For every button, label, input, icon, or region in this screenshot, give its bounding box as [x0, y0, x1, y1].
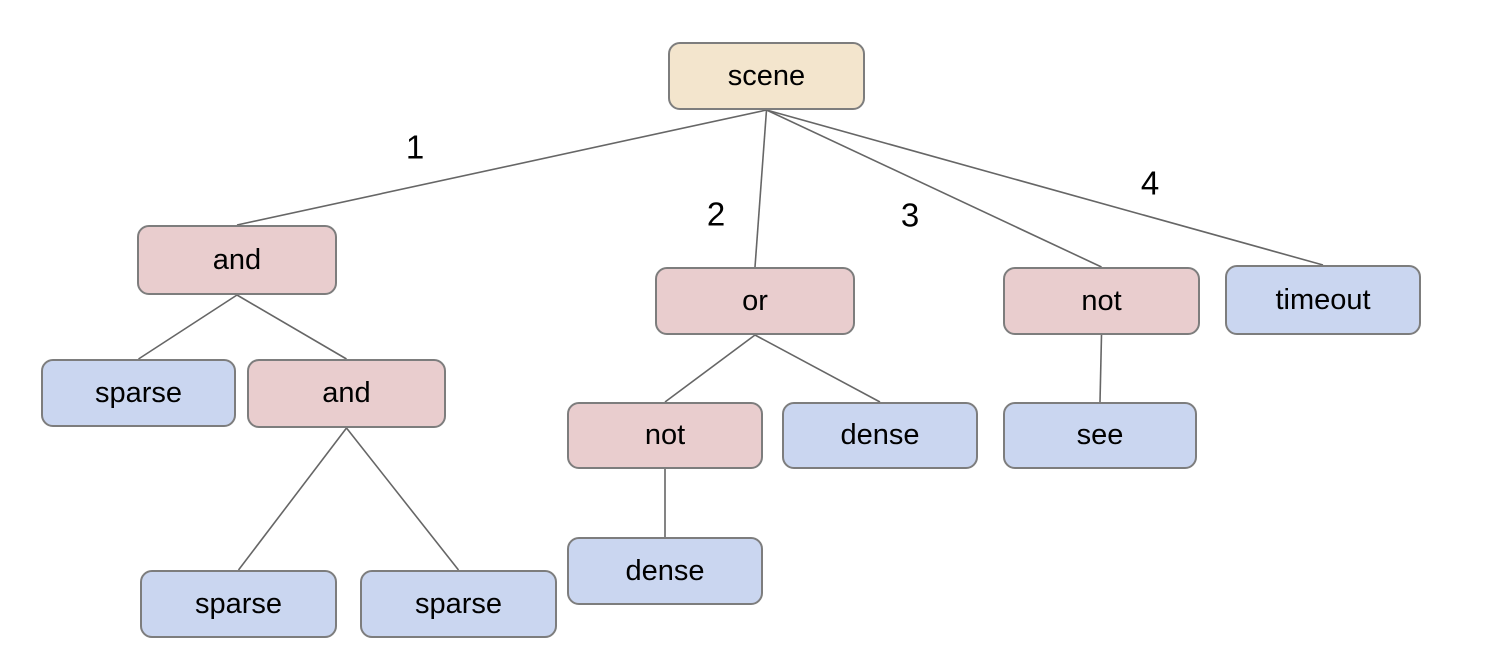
edge-and-2-to-sparse-2	[237, 427, 348, 571]
edge-label-3: 3	[900, 196, 920, 234]
node-and-1: and	[137, 225, 337, 295]
edge-scene-to-timeout-1	[766, 109, 1324, 266]
node-sparse-2: sparse	[140, 570, 337, 638]
node-scene: scene	[668, 42, 865, 110]
edge-and-2-to-sparse-3	[345, 427, 460, 571]
node-not-1: not	[1003, 267, 1200, 335]
edge-scene-to-not-1	[766, 109, 1102, 268]
node-and-2: and	[247, 359, 446, 428]
node-or-1: or	[655, 267, 855, 335]
node-sparse-1: sparse	[41, 359, 236, 427]
node-see-1: see	[1003, 402, 1197, 469]
edge-label-2: 2	[706, 195, 726, 233]
edge-label-1: 1	[405, 128, 425, 166]
edge-scene-to-or-1	[754, 109, 768, 268]
node-not-2: not	[567, 402, 763, 469]
node-dense-2: dense	[567, 537, 763, 605]
node-timeout-1: timeout	[1225, 265, 1421, 335]
edge-or-1-to-dense-1	[754, 334, 881, 403]
edge-scene-to-and-1	[236, 109, 767, 226]
edge-and-1-to-sparse-1	[138, 294, 238, 360]
node-dense-1: dense	[782, 402, 978, 469]
edge-and-1-to-and-2	[236, 294, 347, 360]
edge-or-1-to-not-2	[664, 334, 756, 403]
edge-label-4: 4	[1140, 164, 1160, 202]
edge-not-1-to-see-1	[1099, 334, 1103, 403]
node-sparse-3: sparse	[360, 570, 557, 638]
